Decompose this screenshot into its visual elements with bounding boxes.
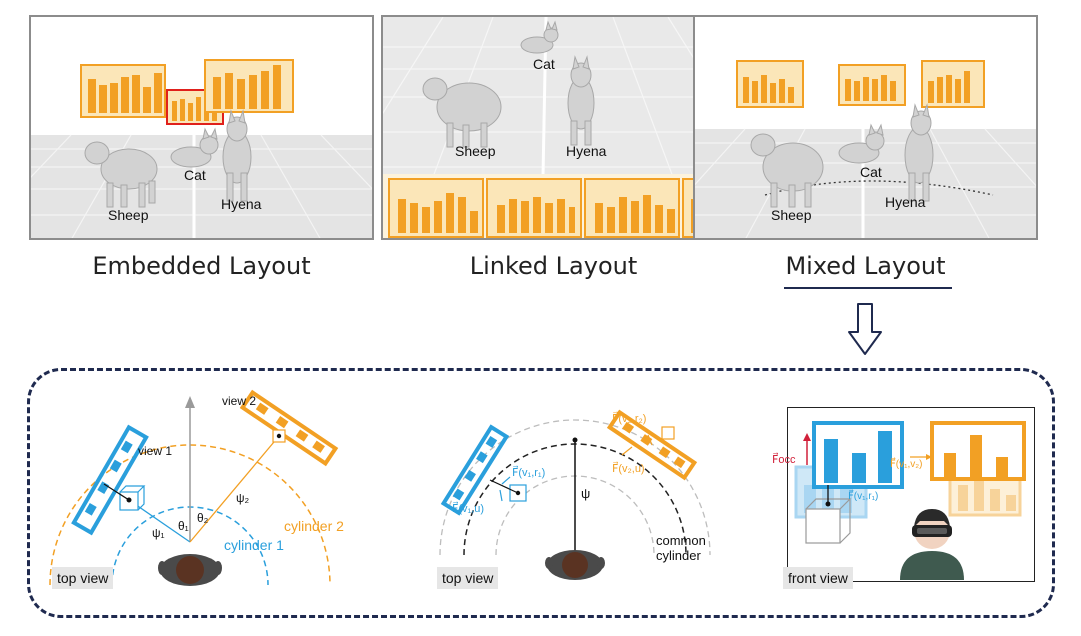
mixed-caption-underline: [784, 287, 952, 289]
force-occ: F⃗occ: [772, 452, 796, 466]
embedded-scene: Sheep Cat Hyena: [31, 17, 372, 238]
theta1-label: θ₁: [178, 519, 189, 533]
user-head-icon: [158, 554, 222, 586]
view2-panel: [606, 409, 698, 481]
embedded-chart-left: [80, 64, 166, 118]
view1-panel: [440, 424, 510, 516]
view2-panel: [930, 421, 1026, 481]
label-cat: Cat: [860, 164, 882, 180]
label-hyena: Hyena: [885, 194, 926, 210]
down-arrow-icon: [848, 303, 882, 355]
top-view-tag-2: top view: [437, 567, 499, 589]
embedded-chart-right: [204, 59, 294, 113]
sheep-model: [84, 141, 158, 208]
caption-embedded: Embedded Layout: [92, 252, 311, 280]
view2-cube: [661, 426, 675, 440]
top-view-diagram-1: view 1 view 2 θ₁ θ₂ ψ₁ ψ₂ cylinder 1 cyl…: [49, 389, 344, 586]
hyena-model: [904, 103, 934, 202]
psi-label: ψ: [581, 486, 590, 501]
force-v2-r2: F⃗(v₂,r₂): [612, 411, 646, 425]
view1-cube: [119, 485, 146, 511]
front-cube: [805, 498, 852, 544]
cat-model: [170, 127, 219, 168]
label-sheep: Sheep: [108, 207, 149, 223]
detail-container: [27, 368, 1055, 618]
caption-mixed: Mixed Layout: [785, 252, 946, 280]
linked-chart-3: [584, 178, 680, 238]
top-view-diagram-2: ψ F⃗(v₁,r₁) F⃗(v₁,u) F⃗(v₂,r₂) F⃗(v₂,u) …: [439, 409, 711, 580]
view1-label: view 1: [138, 444, 172, 458]
linked-chart-1: [388, 178, 484, 238]
mixed-layout-panel: Cat Sheep Hyena: [693, 15, 1038, 240]
front-view-tag: front view: [783, 567, 853, 589]
caption-linked: Linked Layout: [469, 252, 638, 280]
label-cat: Cat: [184, 167, 206, 183]
mixed-chart-left: [736, 60, 804, 108]
label-sheep: Sheep: [455, 143, 496, 159]
theta2-label: θ₂: [197, 511, 209, 525]
cat-model: [838, 123, 885, 164]
view1-panel: [812, 421, 904, 489]
label-cat: Cat: [533, 56, 555, 72]
cylinder2-label: cylinder 2: [284, 518, 344, 534]
user-avatar-icon: [900, 509, 964, 580]
view2-label: view 2: [222, 394, 256, 408]
label-hyena: Hyena: [566, 143, 607, 159]
sheep-model: [422, 77, 502, 148]
linked-scene: Cat Sheep Hyena: [383, 17, 724, 238]
linked-layout-panel: Cat Sheep Hyena: [381, 15, 726, 240]
cylinder1-label: cylinder 1: [224, 537, 284, 553]
force-v2-u: F⃗(v₂,u): [612, 461, 645, 475]
view1-panel: [71, 424, 149, 536]
mixed-chart-right: [921, 60, 985, 108]
top-view-tag-1: top view: [52, 567, 114, 589]
force-v1-r1: F⃗(v₁,r₁): [512, 465, 545, 479]
common-label: common: [656, 533, 706, 548]
user-head-icon: [545, 550, 605, 580]
mixed-scene: Cat Sheep Hyena: [695, 17, 1036, 238]
force-v1-v2: F⃗(v₁,v₂): [890, 457, 922, 470]
view2-panel: [239, 389, 339, 467]
force-v1-r1: F⃗(v₁,r₁): [848, 489, 878, 502]
label-sheep: Sheep: [771, 207, 812, 223]
psi1-label: ψ₁: [152, 526, 165, 540]
front-view-diagram: F⃗occ F⃗(v₁,v₂) F⃗(v₁,r₁): [772, 421, 1026, 580]
cylinder-label: cylinder: [656, 548, 701, 563]
cat-model: [520, 20, 559, 54]
mixed-chart-center: [838, 64, 906, 106]
hyena-model: [222, 109, 252, 202]
hyena-model: [567, 55, 595, 146]
label-hyena: Hyena: [221, 196, 262, 212]
embedded-layout-panel: Sheep Cat Hyena: [29, 15, 374, 240]
psi2-label: ψ₂: [236, 491, 250, 505]
force-v1-u: F⃗(v₁,u): [452, 501, 484, 515]
sheep-model: [750, 133, 824, 208]
linked-chart-2: [486, 178, 582, 238]
